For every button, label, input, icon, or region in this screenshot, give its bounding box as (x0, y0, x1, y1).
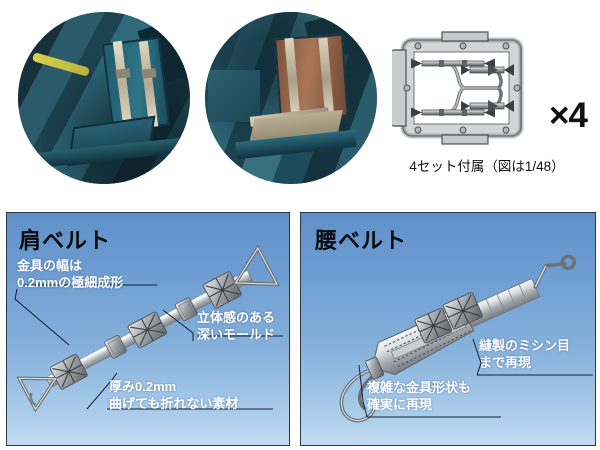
top-section: ×4 4セット付属（図は1/48） (0, 0, 600, 205)
note-complex-fitting: 複雑な金具形状も 確実に再現 (367, 379, 471, 413)
note-stitching-line1: 縫製のミシン目 (479, 338, 571, 353)
note-thickness-line1: 厚み0.2mm (109, 379, 177, 394)
note-stitching: 縫製のミシン目 まで再現 (479, 337, 570, 371)
note-deep-mold-line1: 立体感のある (197, 310, 276, 325)
sprue-caption: 4セット付属（図は1/48） (409, 159, 565, 174)
note-complex-fitting-line1: 複雑な金具形状も (367, 380, 472, 395)
note-fitting-width: 金具の幅は 0.2mmの極細成形 (17, 257, 123, 291)
cockpit-photo-left (18, 12, 190, 184)
note-fitting-width-line1: 金具の幅は (17, 258, 83, 273)
sprue-diagram (392, 26, 540, 150)
note-stitching-line2: まで再現 (479, 355, 532, 371)
note-thickness: 厚み0.2mm 曲げても折れない素材 (109, 378, 238, 412)
panel-title-lap: 腰ベルト (315, 228, 408, 253)
shoulder-belt-render (16, 244, 280, 413)
note-deep-mold-line2: 深いモールド (197, 327, 276, 343)
note-thickness-line2: 曲げても折れない素材 (109, 396, 239, 412)
note-deep-mold: 立体感のある 深いモールド (197, 309, 275, 343)
note-fitting-width-line2: 0.2mmの極細成形 (17, 275, 124, 291)
note-complex-fitting-line2: 確実に再現 (367, 397, 433, 413)
panel-title-shoulder: 肩ベルト (19, 228, 112, 253)
quantity-multiplier: ×4 (549, 96, 588, 135)
lap-belt-render (339, 254, 576, 423)
panel-shoulder-belt: 肩ベルト 金具の幅は 0.2mmの極細成形 立体感のある 深いモールド 厚み0.… (6, 212, 290, 446)
cockpit-photo-right (205, 12, 377, 184)
panel-lap-belt: 腰ベルト 縫製のミシン目 まで再現 複雑な金具形状も 確実に再現 (300, 212, 596, 446)
